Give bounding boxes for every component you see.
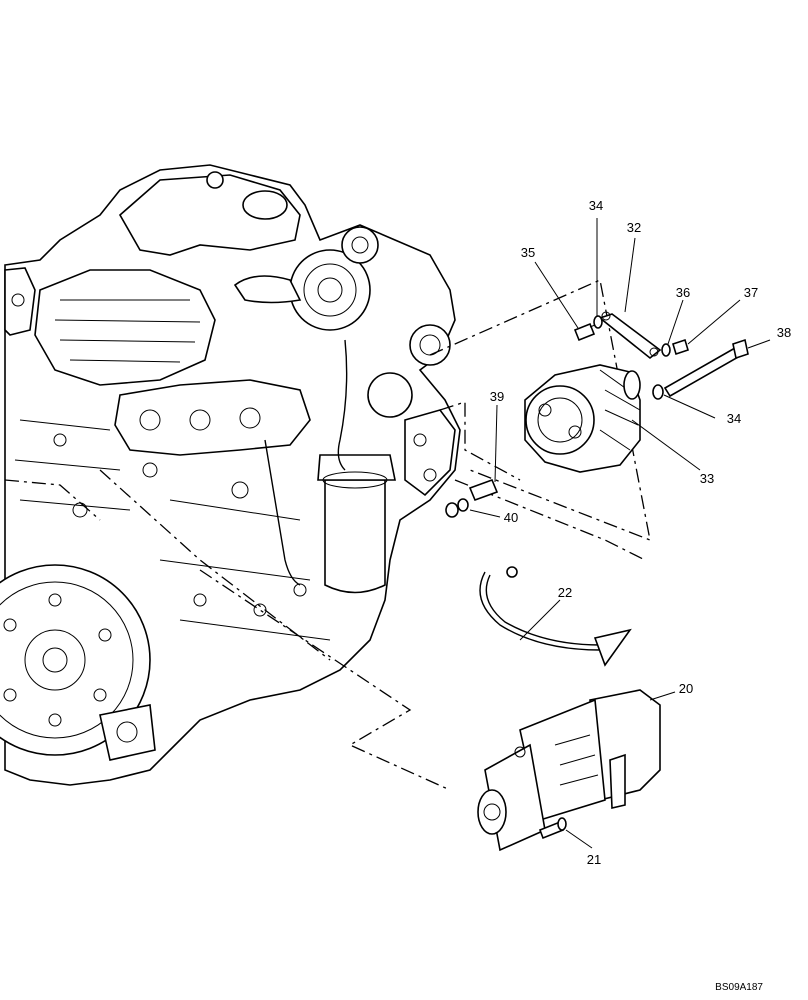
drawing-code: BS09A187 bbox=[715, 982, 763, 993]
battery-cable bbox=[479, 566, 632, 667]
callout-35: 35 bbox=[521, 245, 535, 260]
alternator bbox=[524, 364, 641, 473]
callout-37: 37 bbox=[744, 285, 758, 300]
callout-39: 39 bbox=[490, 389, 504, 404]
callout-32: 32 bbox=[627, 220, 641, 235]
washer-34-lower bbox=[652, 384, 664, 400]
callout-21: 21 bbox=[587, 852, 601, 867]
callout-labels: 34 32 35 36 37 38 34 33 39 40 22 20 21 bbox=[490, 198, 791, 867]
callout-34-upper: 34 bbox=[589, 198, 603, 213]
callout-20: 20 bbox=[679, 681, 693, 696]
washer-36 bbox=[661, 343, 671, 357]
oil-filter bbox=[317, 454, 396, 594]
callout-40: 40 bbox=[504, 510, 518, 525]
spacer-39 bbox=[468, 478, 499, 502]
adjusting-strap bbox=[598, 311, 662, 360]
callout-34-lower: 34 bbox=[727, 411, 741, 426]
callout-36: 36 bbox=[676, 285, 690, 300]
starter-motor bbox=[477, 689, 661, 852]
flywheel bbox=[0, 564, 151, 756]
callout-22: 22 bbox=[558, 585, 572, 600]
callout-33: 33 bbox=[700, 471, 714, 486]
washer-34-upper bbox=[593, 315, 603, 329]
nuts-40 bbox=[445, 498, 469, 518]
leader-lines bbox=[469, 218, 771, 849]
engine-assembly bbox=[0, 164, 461, 786]
callout-38: 38 bbox=[777, 325, 791, 340]
bolt-38 bbox=[663, 338, 749, 398]
bolt-21 bbox=[538, 817, 567, 840]
bolt-37 bbox=[672, 338, 689, 356]
turbocharger bbox=[233, 226, 379, 331]
